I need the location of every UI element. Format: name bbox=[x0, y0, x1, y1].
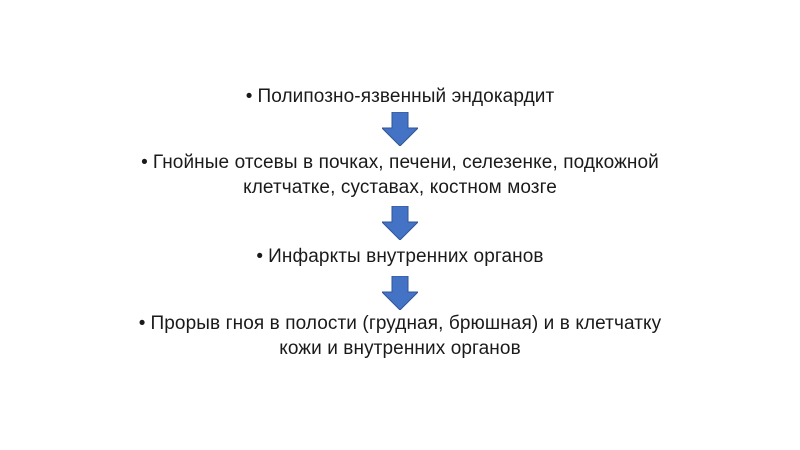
down-arrow-icon bbox=[382, 112, 418, 146]
bullet: • bbox=[245, 86, 253, 107]
step-3-text-line-1: Инфаркты внутренних органов bbox=[268, 246, 544, 267]
bullet: • bbox=[141, 152, 148, 173]
step-2-text-line-2: клетчатке, суставах, костном мозге bbox=[243, 177, 557, 198]
step-1-text-line-1: Полипозно-язвенный эндокардит bbox=[257, 86, 555, 107]
down-arrow-icon bbox=[382, 276, 418, 310]
flow-step-4: •Прорыв гноя в полости (грудная, брюшная… bbox=[60, 311, 740, 361]
flow-step-3: •Инфаркты внутренних органов bbox=[60, 244, 740, 269]
step-4-text-line-2: кожи и внутренних органов bbox=[279, 338, 521, 359]
step-4-text-line-1: Прорыв гноя в полости (грудная, брюшная)… bbox=[150, 313, 662, 334]
step-4-line-1: •Прорыв гноя в полости (грудная, брюшная… bbox=[60, 311, 740, 336]
step-2-line-1: •Гнойные отсевы в почках, печени, селезе… bbox=[60, 150, 740, 175]
step-3-line-1: •Инфаркты внутренних органов bbox=[60, 244, 740, 269]
flow-step-1: •Полипозно-язвенный эндокардит bbox=[60, 84, 740, 109]
step-2-text-line-1: Гнойные отсевы в почках, печени, селезен… bbox=[152, 152, 659, 173]
down-arrow-icon bbox=[382, 206, 418, 240]
step-1-line-1: •Полипозно-язвенный эндокардит bbox=[60, 84, 740, 109]
bullet: • bbox=[256, 246, 264, 267]
bullet: • bbox=[138, 313, 146, 334]
flow-step-2: •Гнойные отсевы в почках, печени, селезе… bbox=[60, 150, 740, 200]
